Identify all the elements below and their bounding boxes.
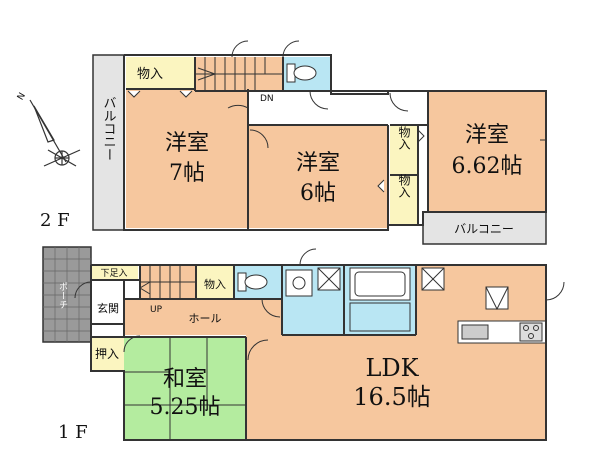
stair-up-label: UP: [150, 305, 163, 315]
bedroom1-name: 洋室: [165, 131, 209, 156]
floor-label-2f: 2 F: [40, 210, 70, 231]
room-fills: [42, 54, 547, 440]
north-label: N: [16, 91, 28, 102]
entrance-label: 玄関: [97, 301, 119, 315]
closet-b-2f: [390, 175, 418, 225]
bedroom3-size: 6.62帖: [452, 154, 523, 179]
ldk-1f: [246, 335, 546, 440]
storage-top-2f: [126, 57, 195, 89]
hall-label: ホール: [189, 312, 222, 325]
porch-tiles: [43, 247, 91, 342]
range-hood-1f: [485, 286, 509, 310]
bedroom3-name: 洋室: [465, 123, 509, 148]
balcony-left-2f: [92, 54, 125, 231]
shoe-cabinet-1f: [91, 265, 138, 280]
shoe-cabinet-label: 下足入: [100, 268, 127, 279]
bedroom1-2f: [126, 89, 248, 228]
bedroom2-size: 6帖: [300, 181, 336, 206]
tatami-lines: [124, 337, 246, 440]
japanese-room-name: 和室: [163, 367, 207, 392]
toilet-fixture-2f: [286, 63, 317, 83]
bedroom3-2f: [428, 91, 546, 212]
bedroom2-2f: [248, 125, 388, 228]
closet-1f-label: 押入: [95, 347, 119, 361]
ldk-name: LDK: [365, 354, 419, 382]
bathtub-1f: [349, 267, 411, 332]
balcony-right-label: バルコニー: [454, 222, 514, 236]
hall-1f: [124, 299, 282, 335]
storage-1f-label: 物入: [204, 277, 226, 291]
storage-top-2f-label: 物入: [137, 67, 163, 82]
porch-label: ポーチ: [57, 282, 68, 309]
north-compass: [29, 99, 81, 167]
stair-dn-label: DN: [260, 94, 274, 104]
washbasin-1f: [285, 269, 313, 297]
closet-a-2f: [390, 125, 418, 175]
fixtures: [43, 57, 547, 440]
stair-treads-2f: [195, 57, 283, 91]
walls: [90, 54, 547, 441]
balcony-left-label: バルコニー: [101, 96, 117, 161]
door-swings: [74, 40, 565, 361]
entrance-1f: [91, 280, 124, 324]
labels: 2 F 1 F N 物入 DN 洋室 7帖 洋室 6帖 洋室 6.62帖 物入 …: [16, 67, 523, 443]
japanese-room-size: 5.25帖: [150, 395, 221, 420]
closet-b-2f-label: 物入: [397, 174, 411, 198]
bedroom2-name: 洋室: [296, 151, 340, 176]
bedroom1-size: 7帖: [169, 161, 205, 186]
japanese-room-1f: [124, 337, 246, 440]
toilet-fixture-1f: [237, 272, 268, 292]
storage-1f: [196, 265, 234, 299]
closet-a-2f-label: 物入: [397, 126, 411, 150]
ldk-size: 16.5帖: [353, 383, 430, 411]
closet-1f: [91, 337, 124, 371]
floor-label-1f: 1 F: [58, 422, 88, 443]
